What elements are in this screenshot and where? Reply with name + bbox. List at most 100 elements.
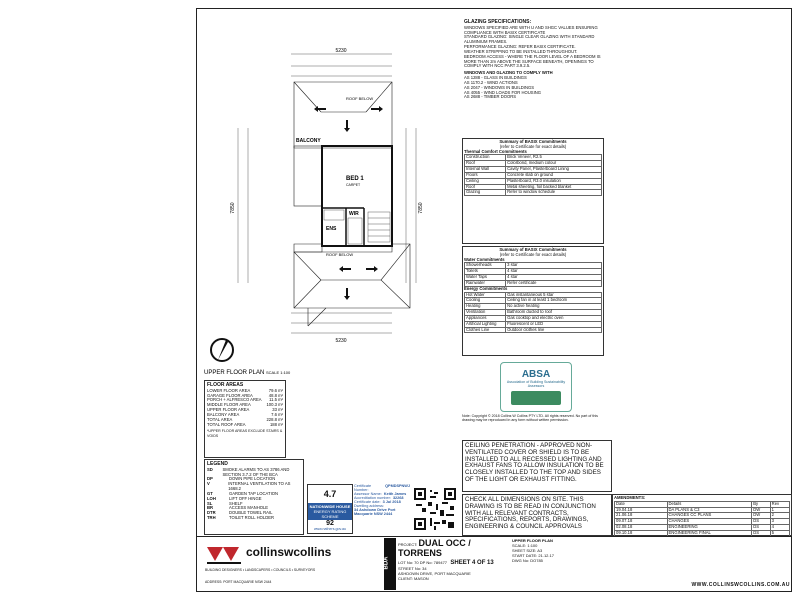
amendment-header-cell: By xyxy=(751,500,771,508)
client-value: MASON xyxy=(414,576,429,581)
glazing-line: BEDROOM ACCESS - WHERE THE FLOOR LEVEL O… xyxy=(464,53,601,69)
energy-row-cell: Outdoor clothes line xyxy=(505,326,602,334)
amendment-row-cell: DS xyxy=(751,529,771,537)
project-label: PROJECT: xyxy=(398,542,418,547)
glazing-title: GLAZING SPECIFICATIONS: xyxy=(464,19,532,25)
company-contact: ADDRESS: PORT MACQUARIE NSW 2444 xyxy=(205,580,272,584)
basix2-subtitle: (refer to Certificate for exact details) xyxy=(499,251,567,257)
cert-label: Accreditation number: xyxy=(354,496,391,500)
dim-top: 5230 xyxy=(335,48,346,54)
check-note: CHECK ALL DIMENSIONS ON SITE. THIS DRAWI… xyxy=(462,494,612,536)
glazing-line: PERFORMANCE GLAZING: REFER BASIX CERTIFI… xyxy=(464,44,576,50)
drawing-label: UPPER FLOOR PLAN xyxy=(512,538,553,543)
energy-row-cell: Cooling xyxy=(463,297,507,305)
water-row-cell: Water Taps xyxy=(463,274,507,281)
glazing-line: WEATHER STRIPPING TO BE INSTALLED THROUG… xyxy=(464,48,578,54)
roof-below-top: ROOF BELOW xyxy=(346,96,373,101)
ceiling-note: CEILING PENETRATION - APPROVED NON-VENTI… xyxy=(462,440,612,492)
cert-value: QPMDSPNWJ xyxy=(385,484,410,488)
website-link[interactable]: WWW.COLLINSWCOLLINS.COM.AU xyxy=(691,582,790,588)
cert-row: Certificate date:3 Jul 2018 xyxy=(354,500,410,504)
nathers-address: 34 Ashdown Drive Port Macquarie NSW 2444 xyxy=(354,508,396,516)
sheet-number: SHEET 4 OF 13 xyxy=(450,560,494,566)
absa-logo: ABSA Association of Building Sustainabil… xyxy=(500,362,572,412)
legend-desc: LIFT OFF HINGE xyxy=(229,495,262,501)
legend-code: DP xyxy=(207,476,213,482)
legend-title: LEGEND xyxy=(207,461,228,467)
thermal-section: Thermal Comfort Commitments xyxy=(464,148,527,154)
cert-label: Certificate date: xyxy=(354,500,381,504)
dwg-value: DO785 xyxy=(530,558,543,563)
legend-desc: SHELF xyxy=(229,500,243,506)
amendments-title: AMENDMENTS: xyxy=(614,495,646,500)
glazing-lines: WINDOWS SPECIFIED ARE WITH U AND SHGC VA… xyxy=(464,24,602,69)
absa-caption: Association of Building Sustainability A… xyxy=(506,380,566,388)
energy-row-cell: Heating xyxy=(463,303,507,311)
floor-area-label: GARAGE FLOOR AREA xyxy=(207,392,253,398)
title-block xyxy=(196,536,792,592)
cert-label: Certificate Number: xyxy=(354,484,372,492)
glazing-panel: GLAZING SPECIFICATIONS: WINDOWS SPECIFIE… xyxy=(462,18,604,136)
energy-row-cell: Bathroom ducted to roof xyxy=(505,309,602,316)
nathers-url[interactable]: www.nathers.gov.au xyxy=(313,527,347,531)
glazing-standard: AS 2688 - TIMBER DOORS xyxy=(464,94,517,100)
plan-scale: SCALE 1:100 xyxy=(266,370,291,375)
size-label: SHEET SIZE xyxy=(512,548,536,553)
floor-area-value: 79.6 m² xyxy=(268,387,283,393)
cert-row: Dwelling address: xyxy=(354,504,410,508)
amendment-header-cell: Rev xyxy=(769,500,791,508)
glazing-standard: AS 1170.2 - WIND ACTIONS xyxy=(464,79,518,85)
upper-floor-plan: 5230 5230 7850 7850 ROOF BELOW BALCONY xyxy=(196,8,458,380)
glazing-line: WINDOWS SPECIFIED ARE WITH U AND SHGC VA… xyxy=(464,24,598,35)
energy-row-cell: Hot Water xyxy=(463,291,507,299)
glazing-standard: AS 1288 - GLASS IN BUILDINGS xyxy=(464,75,527,81)
glazing-standard: AS 4055 - WIND LOADS FOR HOUSING xyxy=(464,89,542,95)
basix-water-energy-panel: Summary of BASIX Commitments (refer to C… xyxy=(462,246,604,356)
cert-value: 32268 xyxy=(392,496,404,500)
floor-areas-note: *UPPER FLOOR AREAS EXCLUDE STAIRS & VOID… xyxy=(207,429,283,438)
qr-code[interactable] xyxy=(412,486,458,532)
absa-green-badge xyxy=(511,391,561,405)
project-info: PROJECT: DUAL OCC / TORRENS LOT No: 70 D… xyxy=(398,538,510,590)
ens-label: ENS xyxy=(326,226,337,232)
north-arrow xyxy=(210,338,234,362)
legend-code: DTR xyxy=(207,510,216,516)
absa-text: ABSA xyxy=(521,369,551,380)
energy-row-cell: Gas cooktop and electric oven xyxy=(505,314,602,322)
roof-below-bottom: ROOF BELOW xyxy=(326,252,353,257)
cert-row: Assessor Name:Keith James xyxy=(354,492,410,496)
thermal-subtitle: (refer to Certificate for exact details) xyxy=(499,143,567,149)
glazing-standards-title: WINDOWS AND GLAZING TO COMPLY WITH xyxy=(464,70,553,76)
energy-row-cell: Ventilation xyxy=(463,309,507,316)
water-row-cell: Toilets xyxy=(463,268,507,276)
street-label: STREET No: xyxy=(398,566,422,571)
dim-right: 7850 xyxy=(418,202,424,213)
dim-bottom: 5230 xyxy=(335,338,346,344)
balcony-outline xyxy=(293,145,323,207)
floor-area-value: 228.8 m² xyxy=(266,416,283,422)
cert-label: Assessor Name: xyxy=(354,492,382,496)
floor-area-label: BALCONY AREA xyxy=(207,411,240,417)
street-number: 34 xyxy=(422,566,427,571)
dwg-label: DWG No xyxy=(512,558,528,563)
dimension-lines xyxy=(237,53,417,334)
